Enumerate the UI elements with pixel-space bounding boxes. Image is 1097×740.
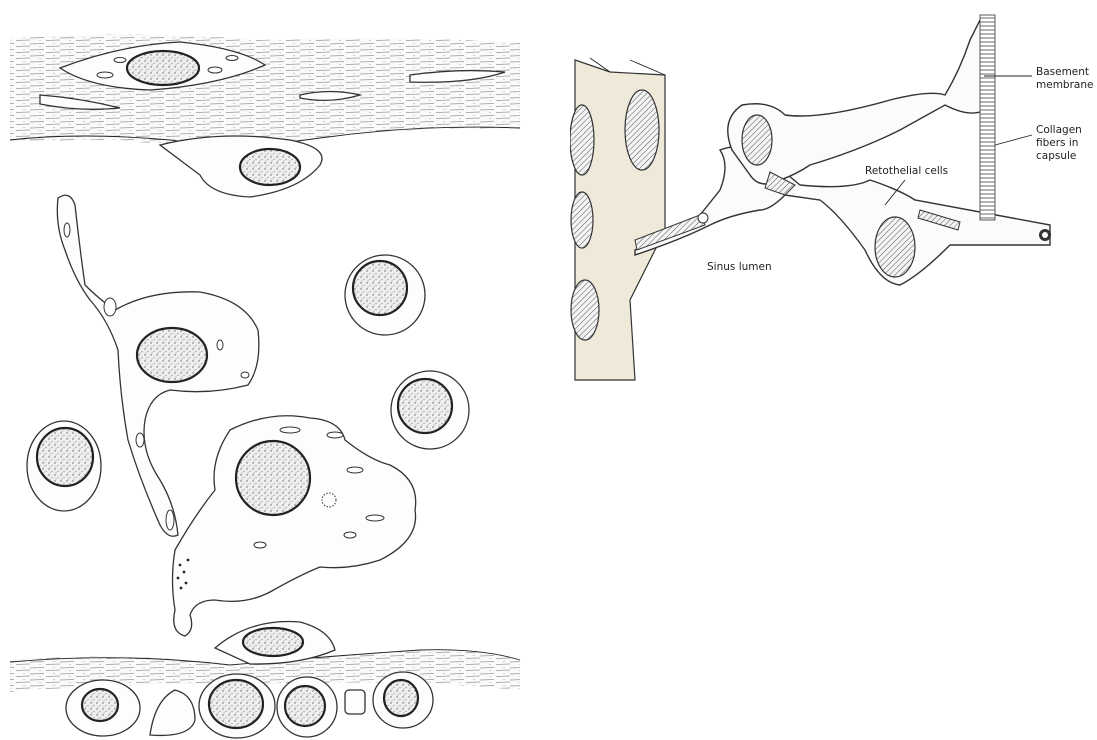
label-capsule: capsule bbox=[1036, 150, 1076, 162]
top-tissue-band bbox=[10, 34, 520, 197]
label-fibers-in: fibers in bbox=[1036, 137, 1078, 149]
sinus-wall-block bbox=[570, 58, 665, 380]
right-sinus-illustration: Basement membrane Collagen fibers in cap… bbox=[570, 0, 1097, 400]
label-membrane: membrane bbox=[1036, 79, 1093, 91]
left-cell-illustration-svg bbox=[0, 0, 530, 740]
capsule-collagen-fibers bbox=[980, 15, 995, 220]
left-cell-illustration bbox=[0, 0, 530, 740]
top-spindle-nucleus bbox=[127, 51, 199, 85]
large-irregular-cell bbox=[173, 416, 416, 636]
bottom-tissue-band bbox=[10, 622, 520, 738]
label-collagen: Collagen bbox=[1036, 124, 1082, 136]
right-sinus-illustration-svg: Basement membrane Collagen fibers in cap… bbox=[570, 0, 1097, 400]
label-basement: Basement bbox=[1036, 66, 1089, 78]
label-sinus-lumen: Sinus lumen bbox=[707, 261, 772, 273]
label-retothelial-cells: Retothelial cells bbox=[865, 165, 948, 177]
